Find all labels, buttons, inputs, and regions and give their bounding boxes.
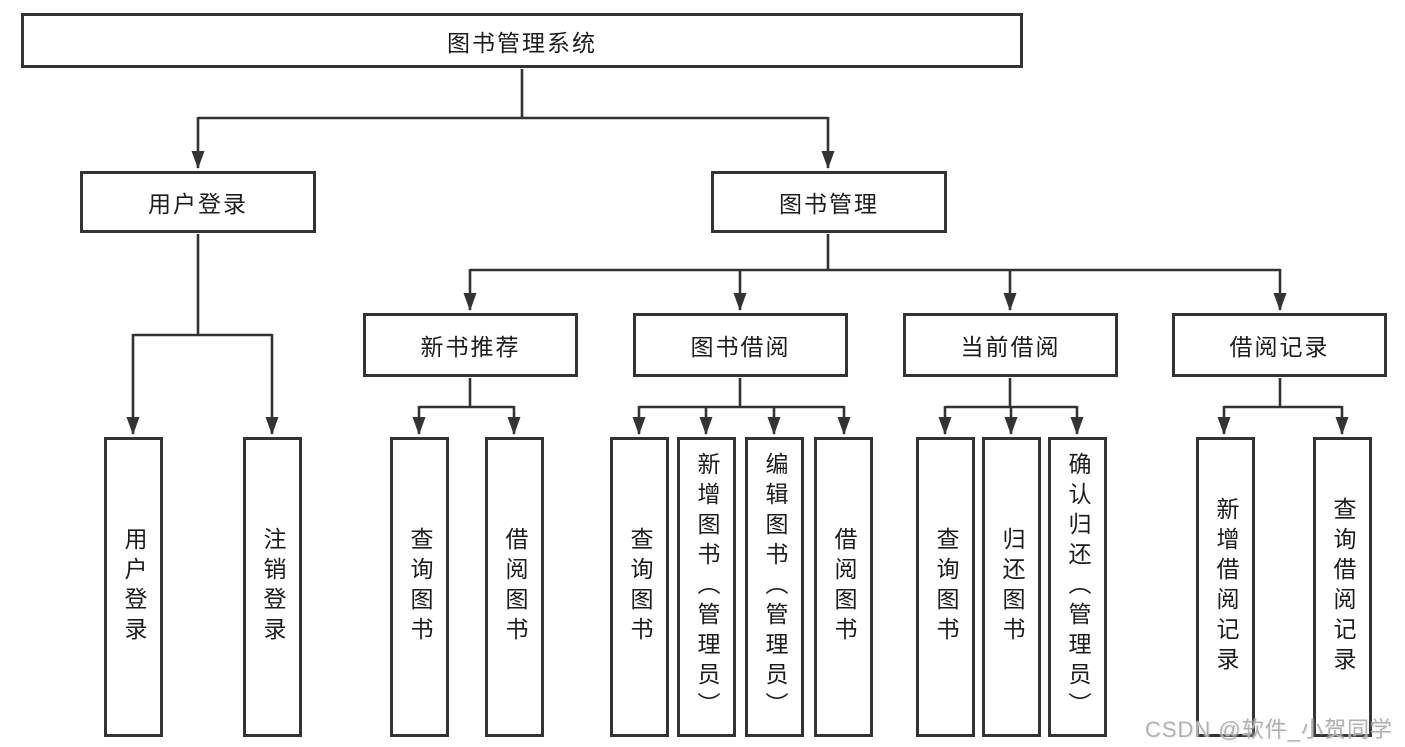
- leaf-confirm-return-admin-label: 确认归还（管理员）: [1065, 452, 1091, 722]
- csdn-watermark: CSDN @软件_小贺同学: [1144, 717, 1393, 742]
- leaf-query-book-recommend: 查询图书: [390, 437, 449, 737]
- node-root-system: 图书管理系统: [21, 13, 1023, 68]
- leaf-query-book-current-label: 查询图书: [933, 527, 959, 647]
- leaf-query-borrow-record-label: 查询借阅记录: [1330, 497, 1356, 677]
- leaf-borrow-book-recommend-label: 借阅图书: [502, 527, 528, 647]
- node-user-login: 用户登录: [80, 171, 316, 233]
- leaf-user-login-label: 用户登录: [121, 527, 147, 647]
- connector-book-mgmt-trunk: [470, 234, 1280, 272]
- leaf-edit-book-admin: 编辑图书（管理员）: [745, 437, 804, 737]
- connector-user-login-trunk: [133, 234, 272, 337]
- node-book-borrowing: 图书借阅: [633, 313, 848, 377]
- leaf-logout: 注销登录: [243, 437, 302, 737]
- node-root-system-label: 图书管理系统: [447, 29, 597, 56]
- leaf-query-book-recommend-label: 查询图书: [407, 527, 433, 647]
- leaf-query-book-current: 查询图书: [916, 437, 975, 737]
- leaf-add-book-admin-label: 新增图书（管理员）: [694, 452, 720, 722]
- node-borrowing-records-label: 借阅记录: [1229, 334, 1330, 360]
- node-current-borrowing: 当前借阅: [903, 313, 1118, 377]
- node-user-login-label: 用户登录: [148, 191, 248, 217]
- leaf-confirm-return-admin: 确认归还（管理员）: [1048, 437, 1107, 737]
- leaf-return-book: 归还图书: [982, 437, 1041, 737]
- leaf-return-book-label: 归还图书: [999, 527, 1025, 647]
- leaf-borrow-book-recommend: 借阅图书: [485, 437, 544, 737]
- node-book-management-label: 图书管理: [779, 191, 879, 217]
- leaf-borrow-book: 借阅图书: [814, 437, 873, 737]
- leaf-logout-label: 注销登录: [260, 527, 286, 647]
- leaf-query-borrow-record: 查询借阅记录: [1313, 437, 1372, 737]
- node-current-borrowing-label: 当前借阅: [960, 334, 1061, 360]
- leaf-edit-book-admin-label: 编辑图书（管理员）: [762, 452, 788, 722]
- leaf-user-login: 用户登录: [104, 437, 163, 737]
- leaf-borrow-book-label: 借阅图书: [831, 527, 857, 647]
- node-new-book-recommend: 新书推荐: [363, 313, 578, 377]
- node-book-borrowing-label: 图书借阅: [690, 334, 791, 360]
- node-borrowing-records: 借阅记录: [1172, 313, 1387, 377]
- connector-book-borrow-trunk: [639, 378, 844, 409]
- connector-current-borrow-trunk: [945, 378, 1077, 409]
- connector-borrow-records-trunk: [1224, 378, 1342, 409]
- node-new-book-recommend-label: 新书推荐: [420, 334, 521, 360]
- node-book-management: 图书管理: [711, 171, 947, 233]
- leaf-add-borrow-record: 新增借阅记录: [1196, 437, 1255, 737]
- leaf-query-book-borrowing: 查询图书: [610, 437, 669, 737]
- leaf-query-book-borrowing-label: 查询图书: [627, 527, 653, 647]
- connector-root-trunk: [198, 69, 828, 120]
- connector-new-book-trunk: [419, 378, 514, 409]
- leaf-add-borrow-record-label: 新增借阅记录: [1213, 497, 1239, 677]
- leaf-add-book-admin: 新增图书（管理员）: [677, 437, 736, 737]
